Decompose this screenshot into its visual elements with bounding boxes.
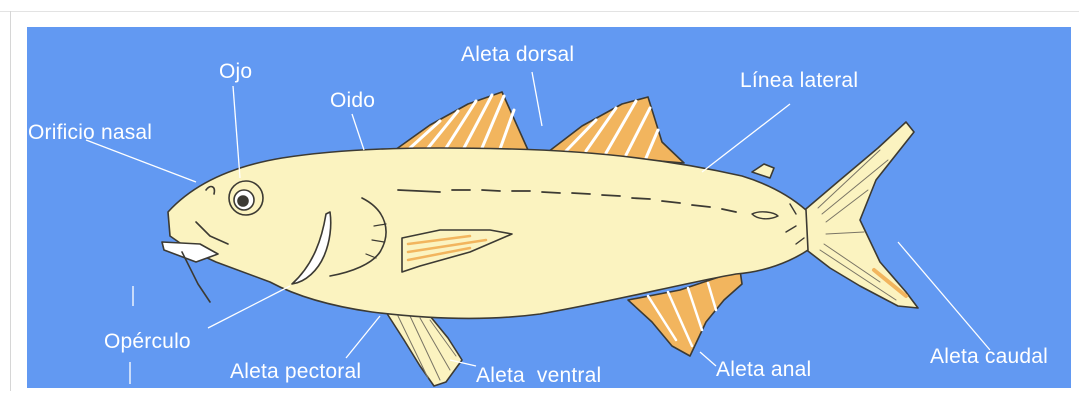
label-aleta-caudal: Aleta caudal xyxy=(930,345,1048,369)
label-aleta-pectoral: Aleta pectoral xyxy=(230,360,361,384)
dorsal-finlet xyxy=(752,164,774,178)
caudal-fin xyxy=(800,122,918,308)
leader-aleta-pectoral xyxy=(346,316,380,358)
leader-orificio-nasal xyxy=(86,140,196,182)
leader-aleta-anal xyxy=(700,352,716,366)
label-aleta-ventral: Aleta ventral xyxy=(476,364,601,388)
label-operculo: Opérculo xyxy=(104,330,191,354)
label-aleta-anal: Aleta anal xyxy=(716,358,811,382)
leader-operculo xyxy=(208,286,290,328)
label-linea-lateral: Línea lateral xyxy=(740,69,858,93)
leader-ojo xyxy=(233,86,240,178)
label-aleta-dorsal: Aleta dorsal xyxy=(461,43,574,67)
leader-aleta-dorsal xyxy=(532,72,542,126)
label-orificio-nasal: Orificio nasal xyxy=(28,121,152,145)
leader-linea-lateral xyxy=(702,104,790,172)
eye-pupil xyxy=(238,196,248,206)
label-oido: Oido xyxy=(330,89,375,113)
leader-aleta-caudal xyxy=(898,242,990,350)
label-ojo: Ojo xyxy=(219,60,252,84)
leader-oido xyxy=(352,114,364,150)
